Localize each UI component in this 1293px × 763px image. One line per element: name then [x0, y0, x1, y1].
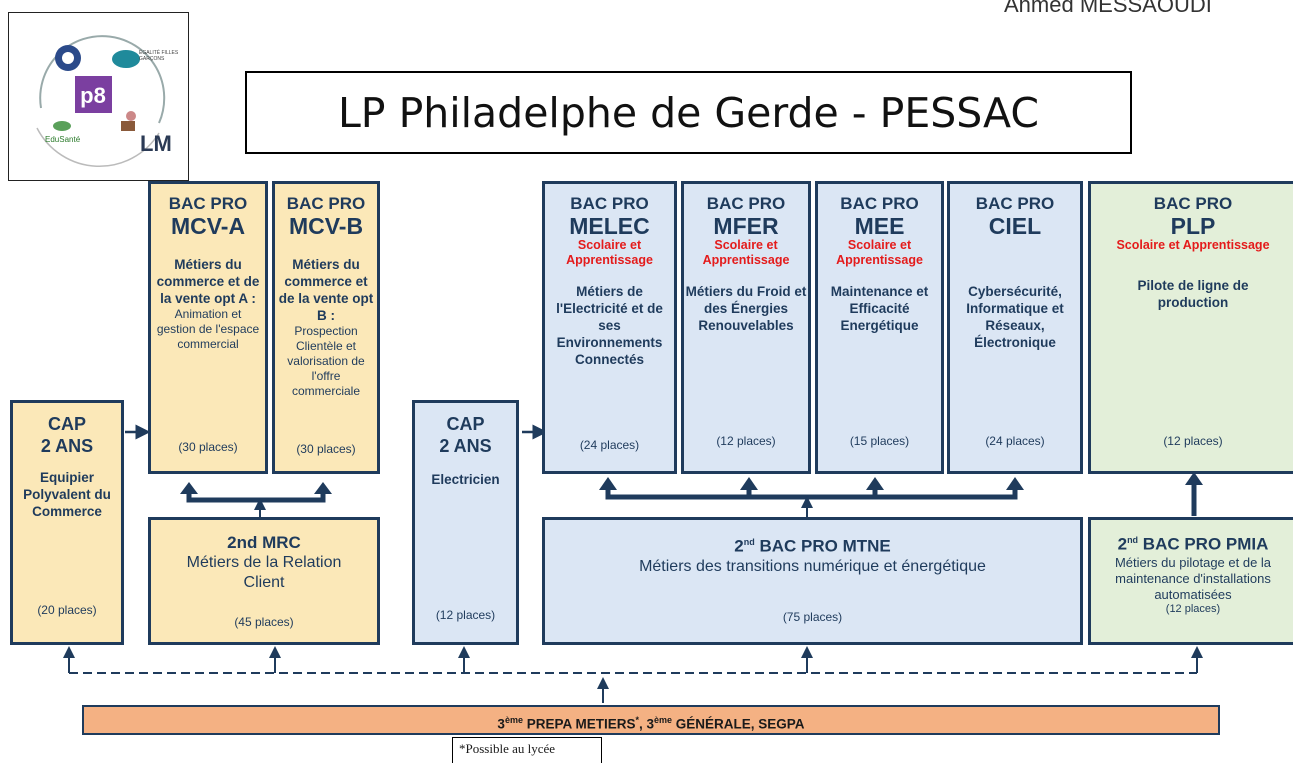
mtne-box: 2nd BAC PRO MTNE Métiers des transitions… [542, 517, 1083, 645]
entry-level-bar: 3ème PREPA METIERS*, 3ème GÉNÉRALE, SEGP… [82, 705, 1220, 735]
bac-mfer-places: (12 places) [716, 434, 776, 448]
cap-electricien-box: CAP 2 ANS Electricien (12 places) [412, 400, 519, 645]
bac-mfer-box: BAC PRO MFER Scolaire et Apprentissage M… [681, 181, 811, 474]
bac-ciel-code: CIEL [988, 213, 1042, 239]
bac-ciel-places: (24 places) [985, 434, 1045, 448]
bac-mee-code: MEE [854, 213, 905, 239]
bac-plp-mode: Scolaire et Apprentissage [1116, 238, 1270, 252]
cap-electricien-years: 2 ANS [439, 436, 492, 456]
bac-mcva-desc: Animation et gestion de l'espace commerc… [156, 307, 260, 351]
footnote: *Possible au lycée [452, 737, 602, 763]
bac-mcva-box: BAC PRO MCV-A Métiers du commerce et de … [148, 181, 268, 474]
bac-mfer-title: Métiers du Froid et des Énergies Renouve… [685, 284, 807, 333]
bac-melec-title: Métiers de l'Electricité et de ses Envir… [556, 284, 663, 367]
bac-melec-places: (24 places) [579, 438, 640, 452]
bac-mcva-label: BAC PRO [168, 194, 248, 213]
bac-mcva-title: Métiers du commerce et de la vente opt A… [156, 257, 260, 306]
bac-melec-box: BAC PRO MELEC Scolaire et Apprentissage … [542, 181, 677, 474]
cap-commerce-title: CAP [47, 414, 86, 434]
logo-small-text: EduSanté [45, 135, 81, 144]
cap-commerce-places: (20 places) [37, 603, 97, 617]
bac-melec-mode: Scolaire et Apprentissage [566, 238, 653, 267]
bac-mee-box: BAC PRO MEE Scolaire et Apprentissage Ma… [815, 181, 944, 474]
cap-electricien-desc: Electricien [431, 472, 500, 487]
bac-mcva-code: MCV-A [170, 213, 246, 239]
bac-mcvb-label: BAC PRO [286, 194, 366, 213]
pmia-places: (12 places) [1165, 602, 1221, 615]
bac-plp-code: PLP [1170, 213, 1216, 239]
cap-commerce-box: CAP 2 ANS Equipier Polyvalent du Commerc… [10, 400, 124, 645]
mrc-places: (45 places) [234, 615, 294, 629]
bac-melec-code: MELEC [569, 213, 650, 239]
bac-plp-title: Pilote de ligne de production [1137, 278, 1249, 310]
bac-mee-mode: Scolaire et Apprentissage [836, 238, 923, 267]
mrc-box: 2nd MRC Métiers de la Relation Client (4… [148, 517, 380, 645]
logo-icon: p8 [36, 35, 166, 167]
page-title: LP Philadelphe de Gerde - PESSAC [337, 88, 1040, 137]
mtne-title: 2nd BAC PRO MTNE [734, 536, 891, 556]
mrc-desc: Métiers de la Relation Client [186, 554, 342, 591]
pmia-desc: Métiers du pilotage et de la maintenance… [1114, 554, 1272, 602]
bac-mcvb-title: Métiers du commerce et de la vente opt B… [278, 257, 374, 323]
bac-ciel-title: Cybersécurité, Informatique et Réseaux, … [966, 284, 1064, 350]
bac-mfer-label: BAC PRO [706, 194, 786, 213]
pmia-title: 2nd BAC PRO PMIA [1117, 534, 1269, 554]
author-name: Ahmed MESSAOUDI [1004, 0, 1212, 17]
svg-text:p8: p8 [80, 83, 106, 108]
cap-commerce-years: 2 ANS [40, 436, 94, 456]
bac-melec-label: BAC PRO [570, 194, 649, 213]
bac-mee-title: Maintenance et Efficacité Energétique [830, 284, 929, 333]
cap-electricien-title: CAP [446, 414, 485, 434]
cap-electricien-places: (12 places) [435, 608, 496, 622]
bac-plp-label: BAC PRO [1153, 194, 1233, 213]
page-title-box: LP Philadelphe de Gerde - PESSAC [245, 71, 1132, 154]
bac-mfer-mode: Scolaire et Apprentissage [702, 238, 790, 267]
bac-mcvb-code: MCV-B [288, 213, 364, 239]
bac-plp-places: (12 places) [1163, 434, 1223, 448]
bac-mee-label: BAC PRO [840, 194, 919, 213]
bac-mcvb-desc: Prospection Clientèle et valorisation de… [287, 324, 365, 398]
bac-ciel-box: BAC PRO CIEL Cybersécurité, Informatique… [947, 181, 1083, 474]
bac-mcvb-box: BAC PRO MCV-B Métiers du commerce et de … [272, 181, 380, 474]
bac-plp-box: BAC PRO PLP Scolaire et Apprentissage Pi… [1088, 181, 1293, 474]
mtne-desc: Métiers des transitions numérique et éne… [639, 557, 986, 575]
logo-badge-text: ÉGALITÉ FILLES GARÇONS [139, 50, 179, 62]
bac-mfer-code: MFER [713, 213, 779, 239]
mtne-places: (75 places) [782, 610, 843, 624]
mrc-title: 2nd MRC [227, 533, 301, 552]
pmia-box: 2nd BAC PRO PMIA Métiers du pilotage et … [1088, 517, 1293, 645]
bac-ciel-label: BAC PRO [975, 194, 1055, 213]
logo-lm-text: LM [140, 131, 172, 156]
cap-commerce-desc: Equipier Polyvalent du Commerce [23, 470, 111, 519]
bac-mcva-places: (30 places) [178, 440, 238, 454]
bac-mee-places: (15 places) [849, 434, 910, 448]
logo-box: p8 ÉGALITÉ FILLES GARÇONS EduSanté LM [8, 12, 189, 181]
bac-mcvb-places: (30 places) [296, 442, 356, 456]
